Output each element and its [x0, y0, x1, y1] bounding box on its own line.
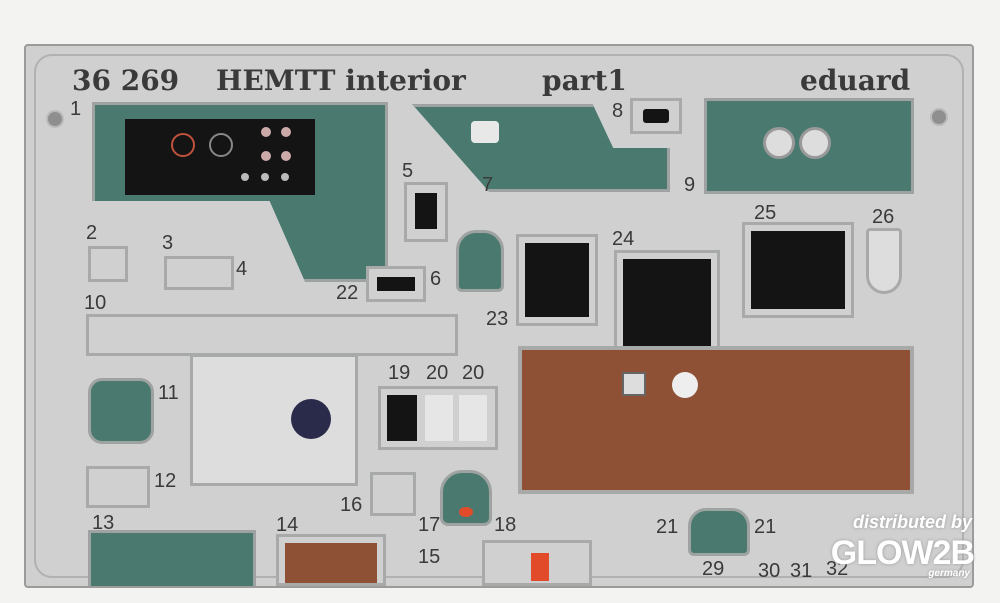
label-19: 19	[388, 362, 411, 384]
red-detail	[531, 553, 549, 581]
floor-plate-square	[622, 372, 646, 396]
part-8	[630, 98, 682, 134]
label-4: 4	[236, 258, 248, 280]
label-12: 12	[154, 470, 177, 492]
part-19-20	[378, 386, 498, 450]
label-17: 17	[418, 514, 441, 536]
label-21b: 21	[754, 516, 777, 538]
floor-plate-hole	[672, 372, 698, 398]
indicator-light	[281, 173, 289, 181]
mounting-hole-left	[46, 110, 64, 128]
label-1: 1	[70, 98, 82, 120]
part-22	[366, 266, 426, 302]
label-2: 2	[86, 222, 98, 244]
label-20a: 20	[426, 362, 449, 384]
part-14	[276, 534, 386, 586]
watermark-line1: distributed by	[852, 512, 972, 532]
part-9-panel	[704, 98, 914, 194]
label-9: 9	[684, 174, 696, 196]
label-24: 24	[612, 228, 635, 250]
part-25-placard	[751, 231, 845, 309]
part-11	[88, 378, 154, 444]
brand-logo: eduard	[800, 64, 911, 97]
label-21a: 21	[656, 516, 679, 538]
part-6	[456, 230, 504, 292]
label-3: 3	[162, 232, 174, 254]
label-6: 6	[430, 268, 442, 290]
fret-code: 36 269	[72, 64, 180, 97]
photo-etch-fret: 36 269 HEMTT interior part1 eduard 1 7 8…	[24, 44, 974, 588]
label-23: 23	[486, 308, 509, 330]
fret-title: HEMTT interior	[216, 64, 466, 97]
floor-plate	[518, 346, 914, 494]
part-12	[86, 466, 150, 508]
label-32: 32	[826, 558, 849, 580]
part-20-placard	[425, 395, 453, 441]
gauge-dial	[171, 133, 195, 157]
part-10-frame	[86, 314, 458, 356]
mounting-hole-right	[930, 108, 948, 126]
label-18: 18	[494, 514, 517, 536]
part-26	[866, 228, 902, 294]
indicator-light	[241, 173, 249, 181]
label-11: 11	[158, 382, 179, 404]
indicator-light	[261, 173, 269, 181]
round-gauge	[763, 127, 795, 159]
part-14-plate	[285, 543, 377, 583]
watermark-logo: GLOW2B	[830, 534, 975, 572]
part-3-4	[164, 256, 234, 290]
part-21-pair	[688, 508, 750, 556]
indicator-light	[281, 127, 291, 137]
part-23	[516, 234, 598, 326]
label-20b: 20	[462, 362, 485, 384]
gauge-panel	[125, 119, 315, 195]
part-5-detail	[415, 193, 437, 229]
part-5	[404, 182, 448, 242]
label-30: 30	[758, 560, 781, 582]
part-24	[614, 250, 720, 354]
part-8-detail	[643, 109, 669, 123]
label-25: 25	[754, 202, 777, 224]
part-24-plate	[623, 259, 711, 349]
label-10: 10	[84, 292, 107, 314]
label-22: 22	[336, 282, 359, 304]
part-25	[742, 222, 854, 318]
label-26: 26	[872, 206, 895, 228]
part-23-panel	[525, 243, 589, 317]
label-13: 13	[92, 512, 115, 534]
part-20-placard	[459, 395, 487, 441]
part-10-plate	[190, 354, 358, 486]
part-22-detail	[377, 277, 415, 291]
round-gauge	[799, 127, 831, 159]
indicator-light	[261, 127, 271, 137]
label-14: 14	[276, 514, 299, 536]
red-detail	[459, 507, 473, 517]
part-bottom-center	[482, 540, 592, 586]
part-13	[88, 530, 256, 586]
label-7: 7	[482, 174, 494, 196]
label-29: 29	[702, 558, 725, 580]
panel-window	[471, 121, 499, 143]
watermark-line3: germany	[928, 568, 970, 579]
label-16: 16	[340, 494, 363, 516]
gauge-dial	[209, 133, 233, 157]
label-15: 15	[418, 546, 441, 568]
label-8: 8	[612, 100, 624, 122]
label-5: 5	[402, 160, 414, 182]
indicator-light	[261, 151, 271, 161]
round-hole	[291, 399, 331, 439]
part-2	[88, 246, 128, 282]
part-16	[370, 472, 416, 516]
label-31: 31	[790, 560, 813, 582]
part-17-18	[440, 470, 492, 526]
indicator-light	[281, 151, 291, 161]
part-19-placard	[387, 395, 417, 441]
fret-part: part1	[542, 64, 627, 97]
